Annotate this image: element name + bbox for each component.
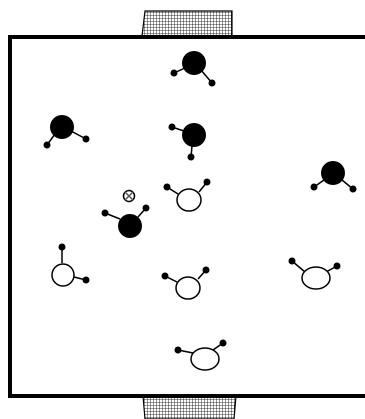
- dark-player: [171, 51, 216, 87]
- top-goal: [142, 11, 232, 36]
- light-player: [52, 244, 90, 287]
- dark-player: [44, 115, 90, 149]
- light-player: [164, 179, 211, 212]
- ball: [124, 191, 135, 202]
- light-player: [289, 258, 341, 290]
- light-player: [175, 340, 227, 371]
- pitch-boundary: [10, 37, 365, 396]
- dark-player: [102, 205, 150, 239]
- dark-player: [169, 123, 207, 161]
- bottom-goal: [143, 396, 236, 419]
- dark-player: [311, 161, 357, 193]
- light-player: [162, 267, 210, 300]
